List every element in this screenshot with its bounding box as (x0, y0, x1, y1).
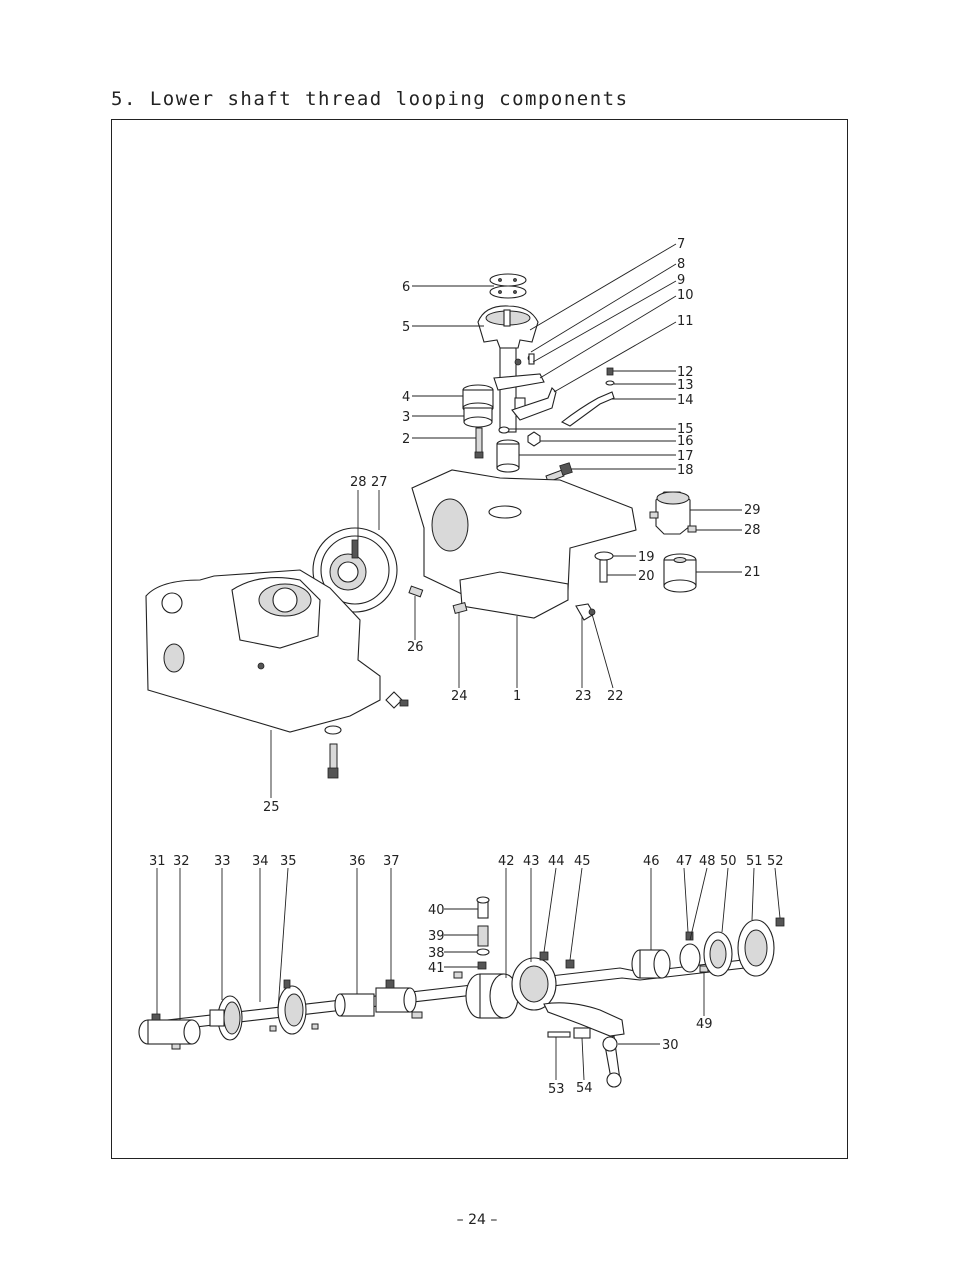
callout-label: 29 (744, 503, 761, 518)
large-gear-part (312, 527, 398, 613)
callout-label: 36 (349, 854, 366, 869)
page-title: 5. Lower shaft thread looping components (111, 88, 629, 110)
callout-label: 26 (407, 640, 424, 655)
bolt-part (545, 462, 573, 483)
shaft-gear-part (209, 995, 243, 1041)
plunger-parts (453, 896, 490, 979)
callout-label: 22 (607, 689, 624, 704)
callout-label: 11 (677, 314, 694, 329)
callout-label: 17 (677, 449, 694, 464)
callout-label: 7 (677, 237, 685, 252)
hook-base-block (411, 469, 637, 619)
callout-label: 13 (677, 378, 694, 393)
upper-assembly-drawing (145, 273, 697, 779)
callout-label: 37 (383, 854, 400, 869)
callout-label: 6 (402, 280, 410, 295)
callout-label: 2 (402, 432, 410, 447)
callout-label: 18 (677, 463, 694, 478)
connecting-rod-part (511, 951, 625, 1037)
callout-label: 51 (746, 854, 763, 869)
callout-label: 41 (428, 961, 445, 976)
callout-label: 28 (744, 523, 761, 538)
callout-label: 5 (402, 320, 410, 335)
callout-label: 4 (402, 390, 410, 405)
shaft-gear-part-2 (269, 979, 319, 1035)
callout-label: 8 (677, 257, 685, 272)
callout-label: 49 (696, 1017, 713, 1032)
bobbin-part (489, 273, 527, 299)
bed-fastener-parts (324, 691, 409, 779)
callout-label: 52 (767, 854, 784, 869)
callout-label: 15 (677, 422, 694, 437)
callout-label: 32 (173, 854, 190, 869)
page-number: – 24 – (456, 1212, 498, 1228)
shaft-end-part (138, 1013, 201, 1050)
bearing-parts (631, 917, 785, 979)
callout-label: 38 (428, 946, 445, 961)
collar-parts (462, 384, 494, 428)
callout-label: 16 (677, 434, 694, 449)
callout-label: 30 (662, 1038, 679, 1053)
screw-part (474, 427, 484, 459)
callout-label: 25 (263, 800, 280, 815)
callout-label: 39 (428, 929, 445, 944)
sleeve-part (496, 439, 520, 473)
callout-label: 24 (451, 689, 468, 704)
callout-numbers: 7 8 9 10 11 6 5 12 13 4 14 3 15 2 16 17 … (149, 237, 784, 1097)
link-part (602, 1035, 622, 1088)
callout-label: 43 (523, 854, 540, 869)
callout-label: 19 (638, 550, 655, 565)
callout-label: 53 (548, 1082, 565, 1097)
callout-label: 14 (677, 393, 694, 408)
callout-label: 40 (428, 903, 445, 918)
callout-label: 31 (149, 854, 166, 869)
callout-label: 28 (350, 475, 367, 490)
hook-shaft-part (493, 347, 557, 433)
callout-label: 20 (638, 569, 655, 584)
shaft-collar-part (334, 979, 423, 1019)
callout-label: 44 (548, 854, 565, 869)
lower-shaft-drawing (138, 896, 785, 1088)
callout-label: 47 (676, 854, 693, 869)
small-fastener-parts (498, 367, 615, 447)
small-gear-part (649, 491, 697, 535)
callout-label: 46 (643, 854, 660, 869)
callout-label: 42 (498, 854, 515, 869)
callout-label: 3 (402, 410, 410, 425)
callout-label: 10 (677, 288, 694, 303)
callout-label: 1 (513, 689, 521, 704)
bushing-part (663, 553, 697, 593)
callout-label: 12 (677, 365, 694, 380)
callout-label: 9 (677, 273, 685, 288)
callout-label: 50 (720, 854, 737, 869)
callout-label: 35 (280, 854, 297, 869)
diagram-frame (111, 119, 848, 1159)
callout-label: 34 (252, 854, 269, 869)
callout-label: 33 (214, 854, 231, 869)
base-fastener-parts (452, 551, 614, 621)
callout-label: 45 (574, 854, 591, 869)
bed-casting-part (145, 569, 381, 733)
callout-label: 54 (576, 1081, 593, 1096)
gear-setscrew-part (408, 585, 424, 598)
callout-label: 27 (371, 475, 388, 490)
callout-label: 23 (575, 689, 592, 704)
pin-parts (547, 1027, 591, 1039)
lever-part (560, 391, 615, 427)
leader-lines (156, 243, 781, 1081)
eccentric-cam-part (465, 973, 519, 1019)
rotary-hook-part (477, 305, 539, 349)
callout-label: 48 (699, 854, 716, 869)
callout-label: 21 (744, 565, 761, 580)
